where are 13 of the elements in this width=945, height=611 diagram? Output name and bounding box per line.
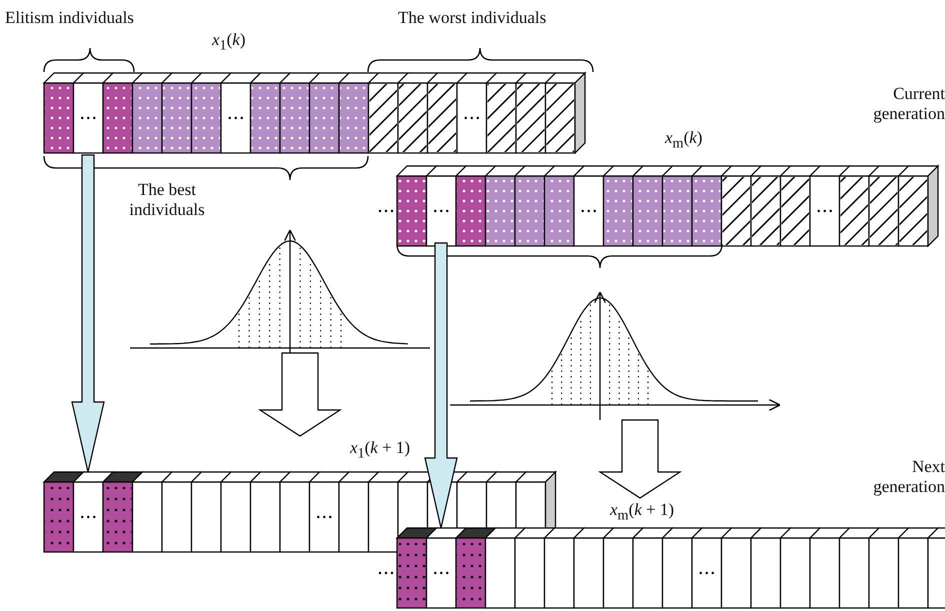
annotation-text: Elitism individuals: [5, 8, 135, 28]
array-label: x$_{1}$(k): [212, 30, 246, 56]
annotation-text: The best individuals: [128, 180, 206, 220]
block-arrow: [424, 242, 458, 529]
block-arrow: [598, 419, 682, 499]
annotation-text: Current generation: [872, 84, 945, 124]
array-label: x$_{1}$(k + 1): [350, 438, 410, 464]
array-label: x$_{m}$(k): [665, 128, 702, 154]
block-arrow: [71, 154, 105, 473]
block-arrow: [258, 352, 342, 437]
annotation-text: Next generation: [872, 457, 945, 497]
array-label: x$_{m}$(k + 1): [610, 500, 674, 526]
annotation-text: The worst individuals: [398, 8, 548, 28]
